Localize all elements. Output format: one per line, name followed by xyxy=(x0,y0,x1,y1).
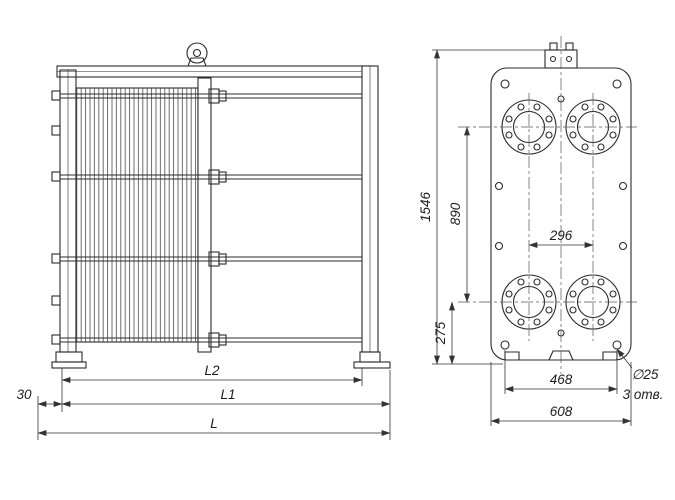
feet xyxy=(51,351,391,369)
dim-label-L2: L2 xyxy=(204,363,220,378)
pressure-plate xyxy=(197,77,212,353)
dim-label-30: 30 xyxy=(16,387,32,402)
dim-label-L1: L1 xyxy=(220,387,235,402)
dim-label-hole-diameter: ∅25 xyxy=(632,367,659,382)
dim-label-296: 296 xyxy=(549,228,573,243)
lifting-eye xyxy=(186,42,208,67)
side-view xyxy=(51,42,391,369)
centerlines xyxy=(458,36,637,374)
plate-pack xyxy=(75,87,199,343)
dim-label-hole-count: 3 отв. xyxy=(623,387,664,402)
leader-hole-callout xyxy=(616,348,633,369)
dim-label-1546: 1546 xyxy=(418,191,433,222)
dimensions xyxy=(37,49,633,440)
dim-label-275: 275 xyxy=(433,321,448,345)
dim-label-890: 890 xyxy=(448,202,463,225)
dim-label-608: 608 xyxy=(550,404,573,419)
edge-bolts xyxy=(494,79,628,350)
dimension-labels: L2 L1 L 30 1546 890 275 296 468 608 ∅25 … xyxy=(16,191,663,431)
dim-label-L: L xyxy=(210,416,218,431)
dim-label-468: 468 xyxy=(550,372,573,387)
left-bolt-stubs xyxy=(51,90,61,345)
